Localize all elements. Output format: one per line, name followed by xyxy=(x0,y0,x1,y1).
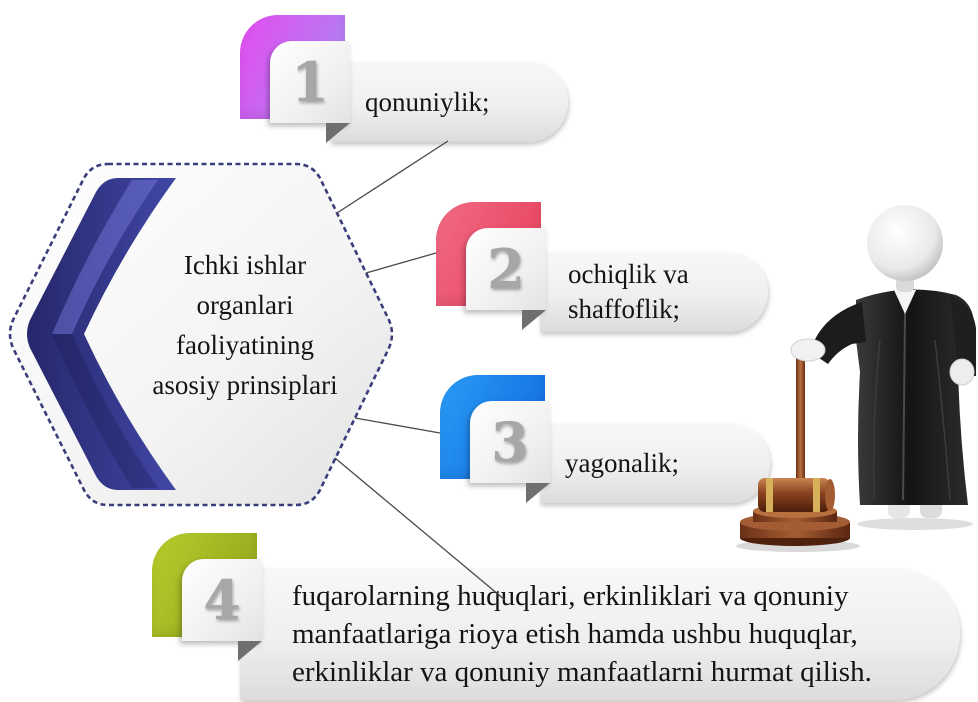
item-number: 2 xyxy=(487,237,525,301)
number-card: 4 xyxy=(182,559,262,641)
center-title-line: Ichki ishlar xyxy=(183,250,307,280)
principle-bubble xyxy=(240,568,960,700)
robe-fold xyxy=(934,339,951,501)
center-title-line: asosiy prinsiplari xyxy=(152,370,338,400)
number-card: 1 xyxy=(270,41,350,123)
number-card: 3 xyxy=(470,401,550,483)
center-title: Ichki ishlar organlari faoliyatining aso… xyxy=(128,245,362,405)
hexagon-chevron-highlight xyxy=(52,180,158,334)
hexagon-chevron-accent xyxy=(27,178,176,490)
item-number: 4 xyxy=(203,568,241,632)
ribbon-fold xyxy=(526,483,550,503)
principle-text-line: fuqarolarning huquqlari, erkinliklari va… xyxy=(292,580,849,612)
principle-text: yagonalik; xyxy=(565,423,679,503)
judge-hand xyxy=(949,358,975,386)
item-number: 3 xyxy=(491,410,529,474)
principle-text-line: yagonalik; xyxy=(565,447,679,478)
principle-text: qonuniylik; xyxy=(365,62,490,142)
principle-text-line: erkinliklar va qonuniy manfaatlarni hurm… xyxy=(292,656,872,688)
principle-text-line: manfaatlariga rioya etish hamda ushbu hu… xyxy=(292,618,858,650)
center-title-line: organlari xyxy=(196,290,294,320)
principle-text: ochiqlik va shaffoflik; xyxy=(568,252,689,332)
item-number: 1 xyxy=(291,50,329,114)
principle-text-line: qonuniylik; xyxy=(365,86,490,117)
robe-fold xyxy=(902,311,906,501)
judge-robe xyxy=(856,289,974,505)
judge-sleeve xyxy=(950,296,976,376)
principle-bubble xyxy=(330,62,568,142)
number-card: 2 xyxy=(466,228,546,310)
judge-hand xyxy=(790,338,826,362)
hexagon-chevron-shade xyxy=(52,334,158,488)
connector-line-1 xyxy=(336,140,449,214)
connector-line-4 xyxy=(334,457,506,601)
gavel-handle xyxy=(796,352,805,482)
principle-bubble xyxy=(540,423,770,503)
gavel-head xyxy=(758,478,835,512)
connector-line-2 xyxy=(365,252,437,274)
principle-text-line: ochiqlik va xyxy=(568,259,689,289)
principle-text: fuqarolarning huquqlari, erkinliklari va… xyxy=(292,568,872,700)
robe-fold xyxy=(872,339,881,501)
principle-text-line: shaffoflik; xyxy=(568,294,680,324)
ribbon-fold xyxy=(238,641,262,661)
gavel xyxy=(758,352,835,512)
center-title-line: faoliyatining xyxy=(176,330,314,360)
ribbon-fold xyxy=(522,310,546,330)
ground-shadow xyxy=(857,518,973,530)
principle-bubble xyxy=(540,252,768,332)
connector-line-3 xyxy=(354,417,441,434)
judge-collar xyxy=(894,290,916,314)
ribbon-fold xyxy=(326,123,350,143)
judge-head xyxy=(867,205,943,281)
